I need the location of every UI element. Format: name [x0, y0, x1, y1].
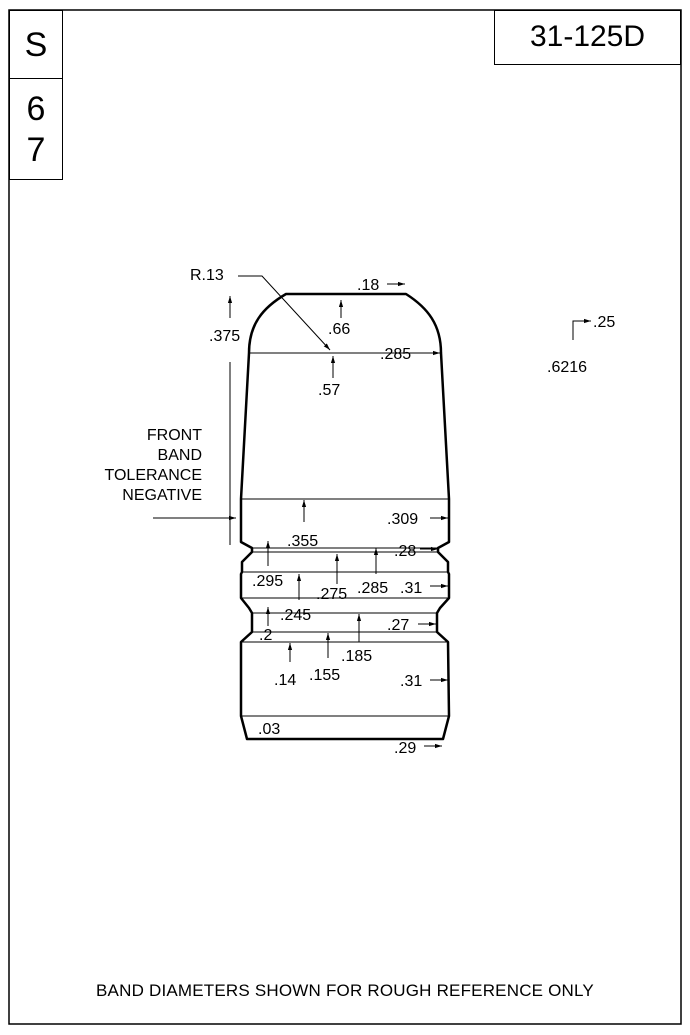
dim-front-band-dia: .309 [387, 511, 418, 528]
dim-groove2-bottom: .2 [259, 627, 272, 644]
dim-nose-radius: R.13 [190, 267, 224, 284]
series-letter: S [24, 26, 48, 64]
cavity-box [9, 78, 63, 180]
dim-overall-length: .6216 [547, 359, 587, 376]
part-number-box [494, 10, 681, 65]
dim-band2-mid: .285 [357, 580, 388, 597]
bullet-outline [239, 292, 451, 741]
dim-front-band-height: .355 [287, 533, 318, 550]
dim-band2-top: .295 [252, 573, 283, 590]
dim-nose-height: .66 [328, 321, 350, 338]
dim-base-dia: .29 [394, 740, 416, 757]
dim-meplat: .18 [357, 277, 379, 294]
note-line-2: BAND [158, 447, 202, 464]
dim-rear-band-dia: .31 [400, 673, 422, 690]
cavity-number-top: 6 [26, 90, 46, 128]
note-line-3: TOLERANCE [104, 467, 202, 484]
dim-base-bevel: .03 [258, 721, 280, 738]
dim-ogive-to-band: .57 [318, 382, 340, 399]
band-lines [241, 352, 449, 717]
dim-rear-band-low: .14 [274, 672, 296, 689]
dim-band2-bottom: .275 [316, 586, 347, 603]
dim-groove1-dia: .28 [394, 543, 416, 560]
dim-ogive-length: .375 [209, 328, 240, 345]
dim-groove2-dia: .27 [387, 617, 409, 634]
cavity-number-bottom: 7 [26, 131, 46, 169]
footer-note: BAND DIAMETERS SHOWN FOR ROUGH REFERENCE… [96, 981, 594, 1000]
note-line-1: FRONT [147, 427, 202, 444]
dim-rear-band-mid: .155 [309, 667, 340, 684]
note-line-4: NEGATIVE [122, 487, 202, 504]
dim-rear-band-top: .185 [341, 648, 372, 665]
dim-25: .25 [593, 314, 615, 331]
dimension-leaders [153, 275, 591, 749]
part-number: 31-125D [529, 20, 646, 53]
dim-ogive-base: .285 [380, 346, 411, 363]
dim-band2-dia: .31 [400, 580, 422, 597]
dim-groove2-pos: .245 [280, 607, 311, 624]
